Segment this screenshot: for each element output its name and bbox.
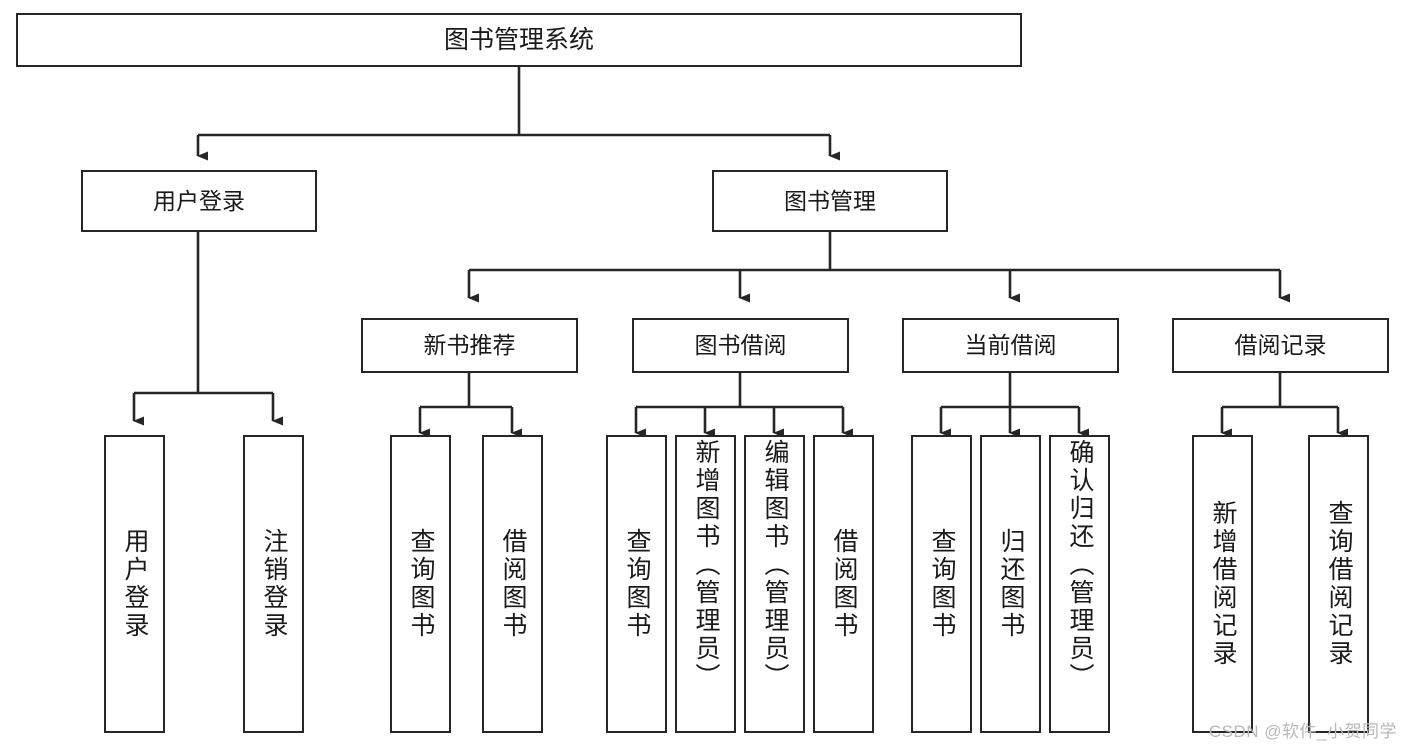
- node-leaf-add-borrow-record[interactable]: 新增借阅记录: [1192, 435, 1253, 733]
- node-leaf-return-book[interactable]: 归还图书: [980, 435, 1041, 733]
- node-label: 借阅记录: [1234, 332, 1327, 359]
- node-label: 新增借阅记录: [1209, 500, 1237, 668]
- node-label: 新书推荐: [423, 332, 516, 359]
- node-current-borrow[interactable]: 当前借阅: [902, 318, 1119, 373]
- node-book-manage[interactable]: 图书管理: [712, 170, 948, 232]
- node-label: 借阅图书: [499, 528, 527, 640]
- node-label: 确认归还（管理员）: [1066, 439, 1094, 691]
- node-new-book-recommendation[interactable]: 新书推荐: [361, 318, 578, 373]
- node-label: 用户登录: [121, 528, 149, 640]
- node-book-borrow[interactable]: 图书借阅: [632, 318, 849, 373]
- node-leaf-edit-book-admin[interactable]: 编辑图书（管理员）: [744, 435, 805, 733]
- node-label: 查询图书: [928, 528, 956, 640]
- node-leaf-query-book-recommendation[interactable]: 查询图书: [390, 435, 451, 733]
- node-label: 图书管理: [784, 187, 876, 214]
- node-leaf-add-book-admin[interactable]: 新增图书（管理员）: [675, 435, 736, 733]
- node-leaf-logout[interactable]: 注销登录: [243, 435, 304, 733]
- node-leaf-query-book-borrow[interactable]: 查询图书: [606, 435, 667, 733]
- node-label: 当前借阅: [964, 332, 1057, 359]
- node-label: 注销登录: [260, 528, 288, 640]
- node-leaf-query-borrow-record[interactable]: 查询借阅记录: [1308, 435, 1369, 733]
- node-leaf-confirm-return-admin[interactable]: 确认归还（管理员）: [1049, 435, 1110, 733]
- node-leaf-borrow-book[interactable]: 借阅图书: [813, 435, 874, 733]
- node-label: 查询图书: [407, 528, 435, 640]
- node-leaf-query-book-current[interactable]: 查询图书: [911, 435, 972, 733]
- watermark-text: CSDN @软件_小贺同学: [1208, 722, 1397, 741]
- node-label: 图书管理系统: [443, 25, 594, 54]
- node-label: 查询图书: [623, 528, 651, 640]
- node-user-login[interactable]: 用户登录: [81, 170, 317, 232]
- node-root-book-management-system[interactable]: 图书管理系统: [16, 13, 1022, 67]
- node-label: 编辑图书（管理员）: [761, 439, 789, 691]
- node-label: 借阅图书: [830, 528, 858, 640]
- node-label: 归还图书: [997, 528, 1025, 640]
- node-leaf-user-login[interactable]: 用户登录: [104, 435, 165, 733]
- node-label: 用户登录: [153, 187, 245, 214]
- node-label: 图书借阅: [694, 332, 787, 359]
- node-leaf-borrow-book-recommendation[interactable]: 借阅图书: [482, 435, 543, 733]
- node-label: 新增图书（管理员）: [692, 439, 720, 691]
- node-label: 查询借阅记录: [1325, 500, 1353, 668]
- node-borrow-record[interactable]: 借阅记录: [1172, 318, 1389, 373]
